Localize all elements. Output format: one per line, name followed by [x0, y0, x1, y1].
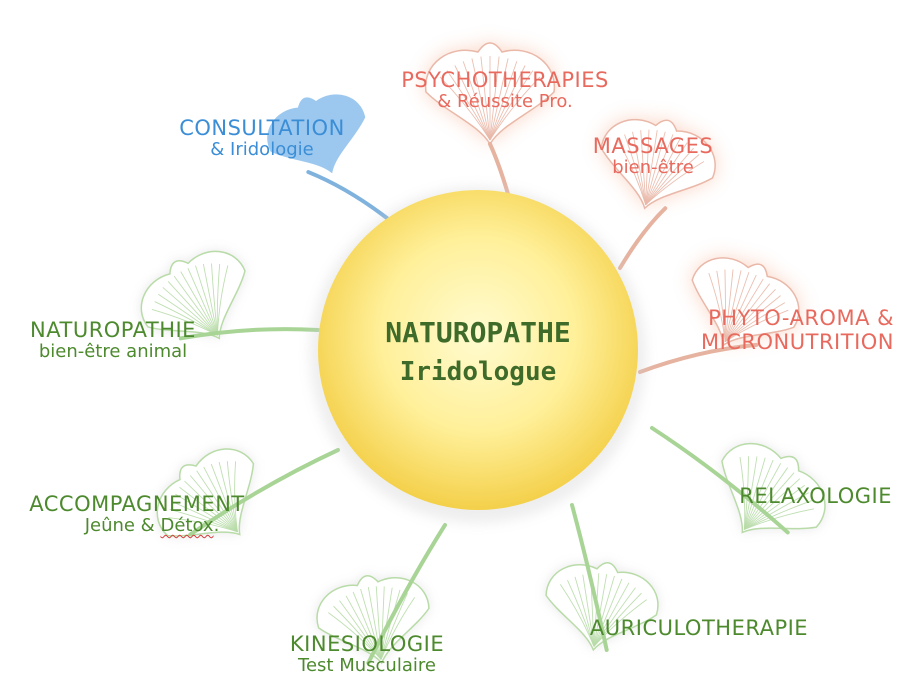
accompagnement-text: Jeûne & — [84, 515, 161, 537]
stems-layer — [178, 142, 790, 665]
center-node: NATUROPATHE Iridologue — [318, 220, 638, 430]
branch-relaxologie[interactable]: RELAXOLOGIE — [722, 484, 892, 508]
leaf-consultation — [267, 94, 366, 174]
leaf-naturopathie — [140, 250, 246, 340]
center-sun — [318, 190, 638, 510]
accompagnement-dot: . — [213, 515, 220, 537]
branch-auriculo[interactable]: AURICULOTHERAPIE — [574, 616, 824, 640]
stem-phyto — [638, 342, 759, 374]
branch-kinesiologie-title: KINESIOLOGIE — [289, 632, 445, 656]
leaf-psychotherapies — [424, 42, 556, 146]
branch-phyto[interactable]: PHYTO-AROMA & MICRONUTRITION — [658, 306, 894, 354]
stem-accompagnement — [188, 448, 340, 537]
leaf-massages — [600, 118, 716, 210]
branch-consultation[interactable]: CONSULTATION & Iridologie — [162, 116, 362, 161]
branch-kinesiologie-subtitle: Test Musculaire — [298, 655, 436, 677]
leaf-auriculo — [545, 562, 659, 652]
branch-auriculo-title: AURICULOTHERAPIE — [589, 616, 809, 640]
branch-accompagnement[interactable]: ACCOMPAGNEMENT Jeûne & Détox. — [6, 492, 268, 537]
branch-consultation-title: CONSULTATION — [179, 116, 345, 140]
branch-massages-title: MASSAGES — [592, 134, 714, 158]
branch-naturopathie-title: NATUROPATHIE — [30, 318, 196, 342]
leaf-phyto — [691, 257, 800, 347]
branch-phyto-title: PHYTO-AROMA & — [708, 306, 894, 330]
center-title: NATUROPATHE — [385, 316, 571, 349]
branch-relaxologie-title: RELAXOLOGIE — [739, 484, 892, 508]
branch-kinesiologie[interactable]: KINESIOLOGIE Test Musculaire — [262, 632, 472, 677]
stem-kinesiologie — [366, 523, 447, 665]
stem-consultation — [306, 170, 394, 224]
branch-massages[interactable]: MASSAGES bien-être — [578, 134, 728, 179]
branch-naturopathie[interactable]: NATUROPATHIE bien-être animal — [4, 318, 222, 363]
branch-psychotherapies[interactable]: PSYCHOTHERAPIES & Réussite Pro. — [380, 68, 630, 113]
center-subtitle: Iridologue — [399, 357, 557, 387]
stem-naturopathie — [178, 327, 320, 341]
stem-auriculo — [570, 503, 609, 652]
leaf-accompagnement — [156, 448, 255, 537]
branch-accompagnement-subtitle: Jeûne & Détox. — [6, 515, 268, 537]
branch-accompagnement-title: ACCOMPAGNEMENT — [29, 492, 245, 516]
branch-consultation-subtitle: & Iridologie — [210, 139, 314, 161]
stem-massages — [618, 206, 668, 270]
accompagnement-detox: Détox — [160, 515, 214, 537]
branch-massages-subtitle: bien-être — [612, 157, 694, 179]
branch-psychotherapies-subtitle: & Réussite Pro. — [437, 91, 573, 113]
branch-naturopathie-subtitle: bien-être animal — [38, 341, 188, 363]
stem-relaxologie — [650, 426, 790, 535]
leaf-relaxologie — [721, 442, 826, 534]
branch-phyto-subtitle: MICRONUTRITION — [700, 330, 894, 355]
branch-psychotherapies-title: PSYCHOTHERAPIES — [401, 68, 609, 92]
